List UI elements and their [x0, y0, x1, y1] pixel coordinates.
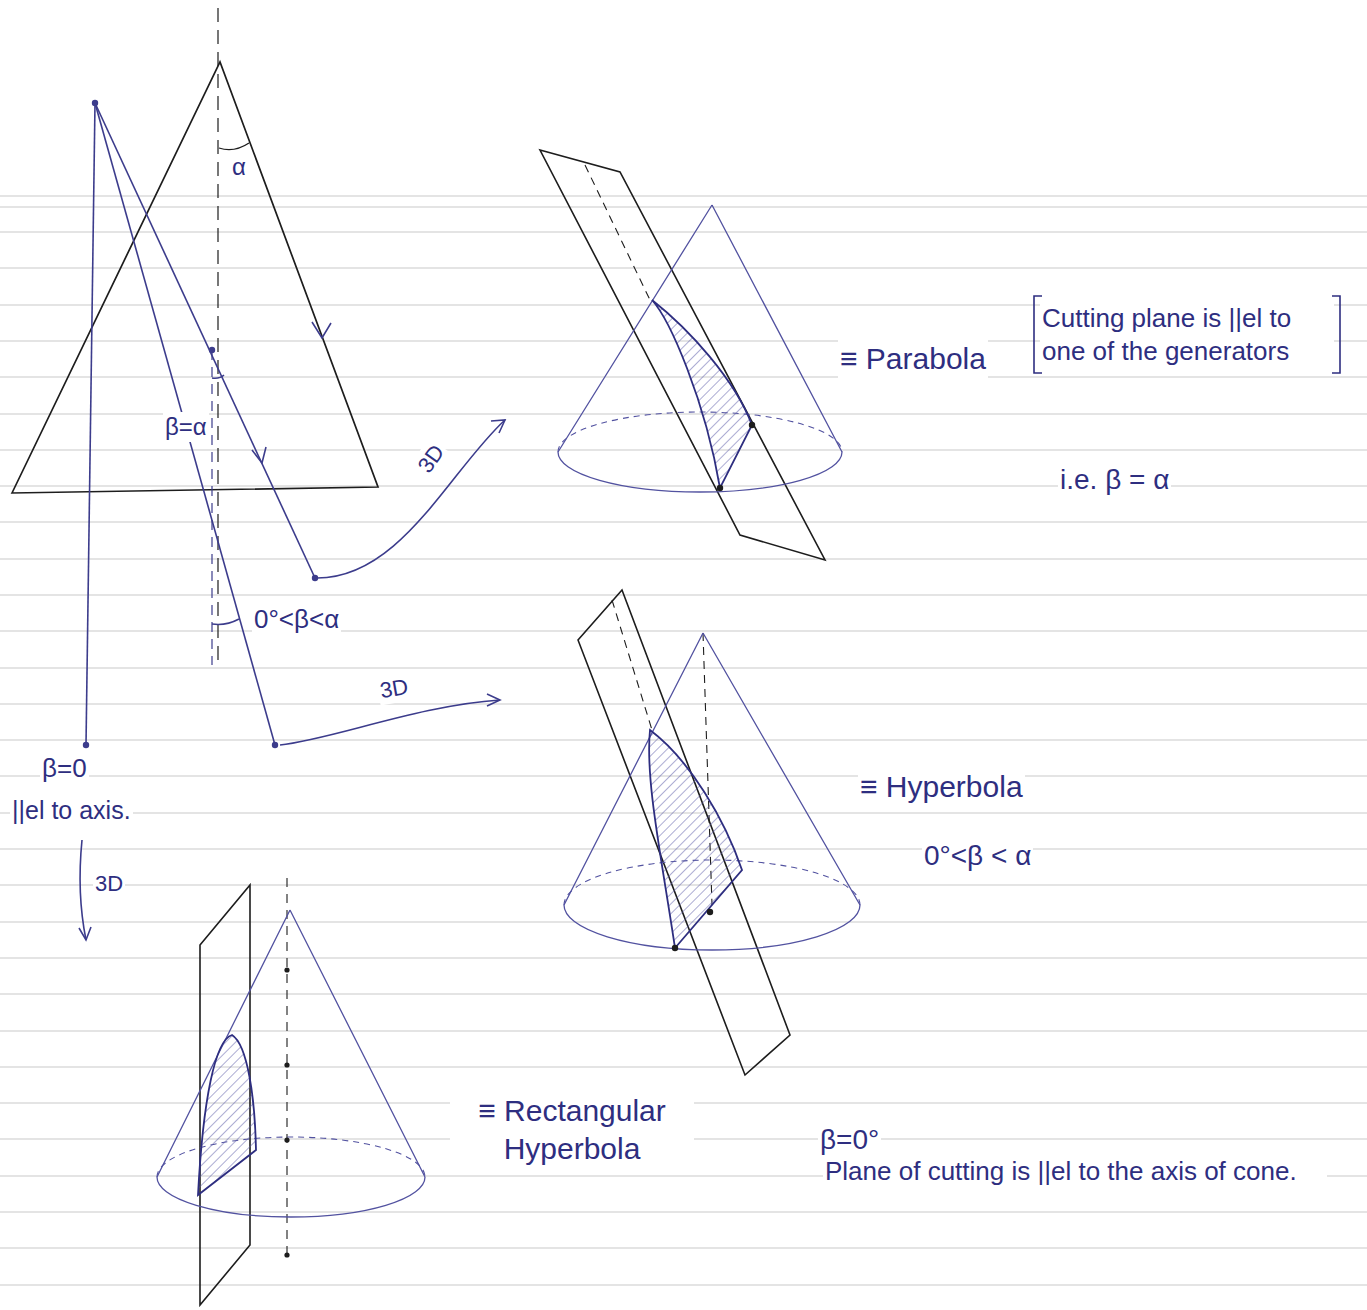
note-text: Cutting plane is ||el to one of the gene…: [1040, 302, 1334, 367]
condition-text: β=0°: [818, 1122, 881, 1157]
hyperbola-section: [649, 730, 742, 948]
note-text: ||el to axis.: [10, 795, 133, 826]
angle-arc: [212, 619, 239, 624]
point: [83, 742, 89, 748]
arrow-head: [487, 694, 500, 706]
ruled-line: [0, 1031, 1367, 1032]
ruled-line: [0, 207, 1367, 208]
view-arrow: [315, 420, 505, 578]
note-text: Plane of cutting is ||el to the axis of …: [823, 1155, 1327, 1188]
cone-base-hidden: [558, 412, 842, 452]
cone-outline: [558, 205, 842, 452]
bracket-group: [1034, 296, 1340, 373]
arrow-head: [79, 927, 91, 940]
cone-section: [12, 8, 378, 660]
point: [284, 967, 289, 972]
conic-name: ≡ Rectangular Hyperbola: [450, 1092, 694, 1167]
conic-name: ≡ Hyperbola: [858, 768, 1025, 806]
ruled-line: [0, 958, 1367, 959]
view-label: 3D: [411, 438, 452, 480]
axis-line: [211, 350, 212, 665]
ruled-line: [0, 994, 1367, 995]
cone-base: [157, 1177, 425, 1217]
ruled-line: [0, 377, 1367, 378]
plane-line: [95, 103, 275, 745]
ruled-line: [0, 1067, 1367, 1068]
view-label: 3D: [376, 672, 412, 705]
point: [284, 1252, 289, 1257]
ruled-line: [0, 268, 1367, 269]
view-arrow: [80, 840, 86, 940]
parabola-section: [652, 300, 752, 488]
plane-hidden-line: [612, 600, 652, 730]
point: [717, 485, 723, 491]
ruled-line: [0, 559, 1367, 560]
arrow-head: [491, 420, 505, 433]
ruled-line: [0, 196, 1367, 197]
angle-label: 0°<β<α: [252, 603, 341, 636]
parabola-3d: [540, 150, 842, 560]
arrow-head: [312, 322, 331, 338]
cutting-planes: [79, 103, 505, 940]
ruled-line: [0, 1248, 1367, 1249]
angle-label: β=0: [40, 752, 89, 785]
ruled-line: [0, 631, 1367, 632]
point: [707, 909, 713, 915]
ruled-line: [0, 740, 1367, 741]
ruled-line: [0, 522, 1367, 523]
point: [672, 945, 678, 951]
ruled-line: [0, 1285, 1367, 1286]
ruled-line: [0, 450, 1367, 451]
plane-hidden-line: [585, 165, 650, 300]
view-label: 3D: [93, 870, 125, 898]
cone-base: [558, 452, 842, 492]
ruled-line: [0, 595, 1367, 596]
point: [749, 422, 755, 428]
angle-arc: [219, 143, 249, 150]
angle-label: α: [230, 152, 248, 182]
cone-axis: [286, 878, 287, 1262]
plane-line: [95, 103, 315, 578]
ruled-lines: [0, 196, 1367, 1285]
cone-base-hidden: [157, 1137, 425, 1177]
ruled-line: [0, 1212, 1367, 1213]
point: [209, 347, 215, 353]
points: [83, 100, 318, 748]
cone-base: [564, 905, 860, 950]
ruled-line: [0, 668, 1367, 669]
plane-line: [86, 103, 95, 745]
hyperbola-3d: [564, 590, 860, 1075]
ruled-line: [0, 232, 1367, 233]
point: [312, 575, 318, 581]
cone-outline: [12, 62, 378, 493]
point: [92, 100, 98, 106]
condition-text: 0°<β < α: [922, 838, 1033, 873]
rectangular-hyperbola-3d: [157, 878, 425, 1305]
ruled-line: [0, 704, 1367, 705]
conic-name: ≡ Parabola: [838, 340, 988, 378]
point: [272, 742, 278, 748]
hyperbola-section: [198, 1035, 256, 1195]
point: [284, 1062, 289, 1067]
angle-label: β=α: [163, 412, 209, 442]
cone-outline: [157, 910, 425, 1177]
angle-arc: [212, 375, 224, 378]
cutting-plane: [540, 150, 825, 560]
point: [284, 1137, 289, 1142]
arrow-head: [252, 447, 266, 463]
cone-axis: [217, 8, 218, 660]
cutting-plane: [578, 590, 790, 1075]
view-arrow: [280, 700, 500, 745]
condition-text: i.e. β = α: [1058, 462, 1171, 497]
